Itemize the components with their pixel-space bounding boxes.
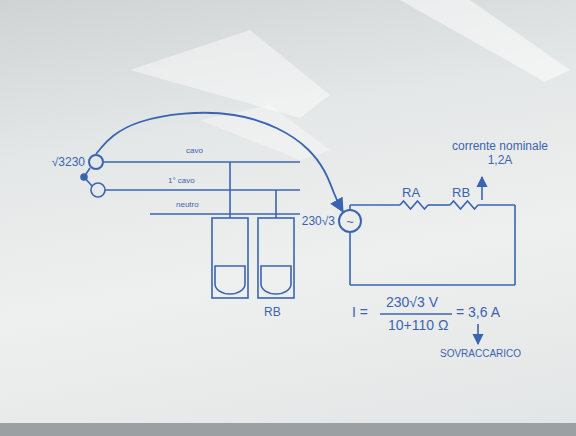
leader-arrow	[481, 177, 483, 200]
resistor-symbol	[450, 201, 478, 209]
part-name: RA	[402, 186, 420, 201]
wire	[150, 213, 300, 215]
wire	[105, 189, 300, 191]
wire	[84, 177, 92, 186]
symbol-text: ~	[346, 215, 354, 228]
source-circle: ~230√3	[338, 209, 362, 233]
wire-label: cavo	[186, 146, 203, 155]
fraction-bar	[380, 313, 452, 315]
light-reflection	[130, 30, 330, 118]
wire	[349, 233, 351, 285]
wire	[514, 205, 516, 285]
resistor-symbol	[400, 201, 428, 209]
board-frame	[0, 423, 576, 436]
lamp-symbol	[261, 266, 291, 294]
load-box	[258, 218, 294, 298]
formula: = 3,6 A	[456, 304, 500, 320]
leader-arrow	[477, 324, 479, 344]
node-label: √3230	[52, 155, 85, 169]
wire	[104, 161, 300, 163]
meter-circle: √3230	[88, 154, 104, 170]
curved-arrow	[96, 113, 343, 212]
wire	[350, 204, 400, 206]
wire	[428, 204, 450, 206]
wire	[229, 162, 231, 218]
load-box	[212, 218, 248, 298]
lamp-symbol	[215, 266, 245, 294]
formula: 230√3 V	[386, 294, 438, 310]
formula: I =	[352, 304, 368, 320]
wire	[275, 190, 277, 218]
formula: 10+110 Ω	[388, 317, 448, 333]
note: SOVRACCARICO	[440, 348, 521, 360]
light-reflection	[400, 0, 570, 82]
wire-label: 1° cavo	[168, 176, 195, 185]
meter-symbol	[91, 183, 105, 197]
part-name: RB	[264, 306, 281, 320]
wire-label: neutro	[176, 200, 199, 209]
wire	[478, 204, 515, 206]
part-name: RB	[452, 186, 470, 201]
node-label: 230√3	[302, 214, 335, 228]
wire	[350, 284, 515, 286]
note: corrente nominale 1,2A	[440, 140, 560, 168]
wire	[84, 168, 90, 177]
